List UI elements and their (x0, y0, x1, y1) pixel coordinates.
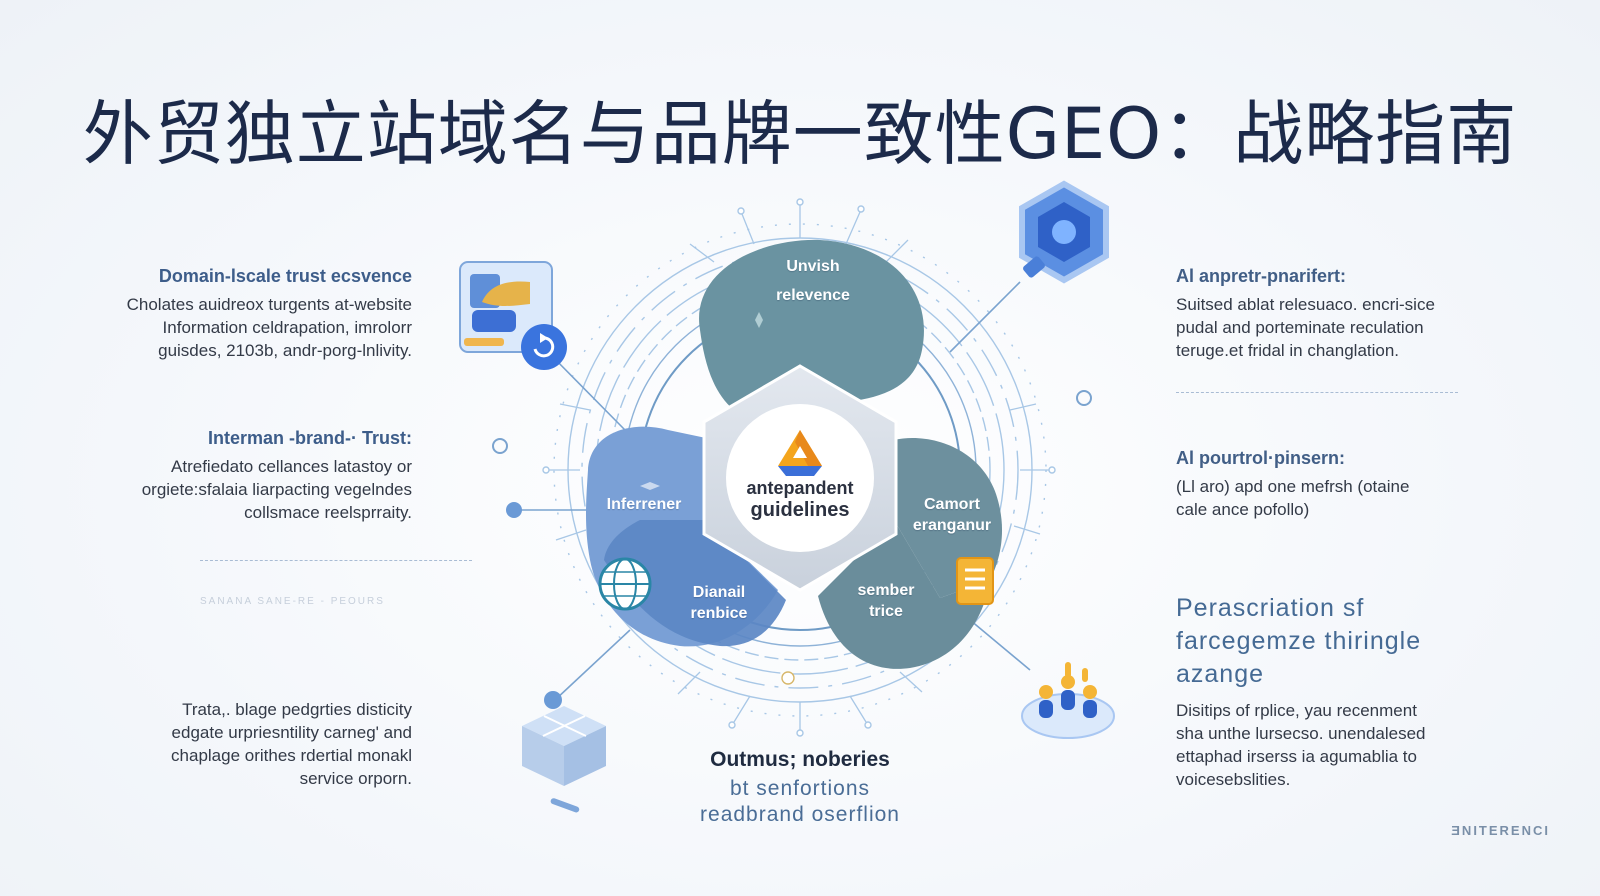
sparkle-left (640, 482, 660, 490)
text-line: service orporn. (299, 769, 412, 788)
text-line: Disitips of rplice, yau recenment (1176, 701, 1417, 720)
left-block-1: Domain-lscale trust ecsvence Cholates au… (52, 266, 412, 362)
left-block-1-head: Domain-lscale trust ecsvence (158, 266, 412, 286)
trace-nodes (542, 198, 1056, 737)
left-block-3: Trata,. blage pedgrties disticity edgate… (52, 698, 412, 790)
label-line: Camort (923, 496, 980, 513)
connector-bottom-right (969, 619, 1031, 671)
faint-caption: SANANA SANE-RE - PEOURS (200, 596, 385, 607)
text-line: cale ance pofollo) (1176, 500, 1310, 519)
brand-mark: ƎNITERENCI (1451, 823, 1550, 838)
bottom-sub-line: bt senfortions (729, 777, 871, 800)
people-icon (1021, 662, 1115, 739)
right-block-2: Al pourtrol·pinsern: (Ll aro) apd one me… (1176, 448, 1516, 521)
connector-bottom-left (554, 629, 631, 701)
center-circle (726, 404, 874, 552)
center-line: guidelines (750, 499, 850, 521)
text-line: pudal and porteminate reculation (1176, 318, 1424, 337)
logo-triangle-icon (778, 430, 822, 476)
document-icon (956, 557, 994, 605)
text-line: guisdes, 2103b, andr-porg-lnlivity. (158, 341, 412, 360)
label-line: renbice (690, 605, 748, 622)
right-block-1: Al anpretr-pnarifert: Suitsed ablat rele… (1176, 266, 1516, 362)
heading-line: azange (1176, 660, 1265, 688)
right-block-1-body: Suitsed ablat relesuaco. encri-sice puda… (1176, 293, 1516, 362)
node-left-dot (506, 502, 522, 518)
node-bottom-left-dot (544, 691, 562, 709)
node-left-ring (492, 438, 508, 454)
text-line: orgiete:sfalaia liarpacting vegelndes (141, 480, 412, 499)
right-block-2-body: (Ll aro) apd one mefrsh (otaine cale anc… (1176, 475, 1516, 521)
text-line: edgate urpriesntility carneg' and (171, 723, 412, 742)
right-block-1-head: Al anpretr-pnarifert: (1176, 266, 1347, 286)
segment-bottom-left (604, 520, 786, 647)
label-line: Dianail (692, 584, 746, 601)
right-block-3-head: Perascriation sf farcegemze thiringle az… (1176, 592, 1536, 691)
text-line: Information celdrapation, imrolorr (162, 318, 412, 337)
label-line: relevence (776, 287, 850, 304)
circuit-traces (548, 205, 1050, 730)
text-line: voicesebslities. (1176, 770, 1291, 789)
right-divider (1176, 392, 1458, 393)
text-line: Suitsed ablat relesuaco. encri-sice (1176, 295, 1435, 314)
left-block-3-body: Trata,. blage pedgrties disticity edgate… (52, 698, 412, 790)
node-right-ring (1076, 390, 1092, 406)
label-line: trice (869, 603, 903, 620)
segment-bottom-left-label: Dianail renbice (680, 582, 758, 624)
left-block-2-head: Interman -brand-· Trust: (207, 428, 412, 448)
label-line: Unvish (786, 258, 840, 275)
segment-right-label: Camort eranganur (904, 494, 1000, 536)
connector-top-left (547, 351, 626, 431)
heading-line: farcegemze thiringle (1176, 627, 1422, 655)
label-line: eranganur (912, 517, 992, 534)
right-block-3-body: Disitips of rplice, yau recenment sha un… (1176, 699, 1536, 791)
text-line: Atrefiedato cellances latastoy or (171, 457, 412, 476)
connector-top-right (949, 281, 1021, 353)
ring-4 (609, 279, 991, 661)
text-line: Cholates auidreox turgents at-website (126, 295, 412, 314)
text-line: sha unthe lursecso. unendalesed (1176, 724, 1426, 743)
hex-gear-icon (1019, 180, 1109, 284)
heading-line: Perascriation sf (1176, 594, 1365, 622)
refresh-icon (521, 324, 567, 370)
text-line: Trata,. blage pedgrties disticity (182, 700, 412, 719)
globe-icon (598, 557, 652, 611)
sparkle-top (755, 312, 763, 328)
text-line: (Ll aro) apd one mefrsh (otaine (1176, 477, 1410, 496)
text-line: chaplage orithes rdertial monakl (171, 746, 412, 765)
left-block-1-body: Cholates auidreox turgents at-website In… (52, 293, 412, 362)
left-block-2-body: Atrefiedato cellances latastoy or orgiet… (52, 455, 412, 524)
bottom-sub-line: readbrand oserflion (700, 803, 900, 826)
page-title: 外贸独立站域名与品牌一致性GEO：战略指南 (82, 93, 1518, 175)
center-label: antepandent guidelines (720, 478, 880, 522)
right-block-2-head: Al pourtrol·pinsern: (1176, 448, 1345, 468)
left-divider (200, 560, 472, 561)
center-line: antepandent (746, 478, 854, 498)
left-block-2: Interman -brand-· Trust: Atrefiedato cel… (52, 428, 412, 524)
label-line: sember (857, 582, 915, 599)
segment-top-label: Unvish relevence (758, 256, 868, 306)
bottom-title: Outmus; noberies (710, 748, 890, 771)
segment-bottom-right-label: sember trice (846, 580, 926, 622)
bottom-caption: Outmus; noberies bt senfortions readbran… (640, 748, 960, 828)
label-line: Inferrener (606, 496, 682, 513)
text-line: collsmace reelsprraity. (244, 503, 412, 522)
text-line: ettaphad irserss ia agumablia to (1176, 747, 1417, 766)
segment-top (699, 239, 924, 410)
blocks-icon (522, 706, 606, 813)
connectors (515, 281, 1031, 701)
text-line: teruge.et fridal in changlation. (1176, 341, 1400, 360)
segment-bottom-right (818, 520, 990, 669)
photo-puzzle-icon (459, 261, 553, 353)
right-block-3: Perascriation sf farcegemze thiringle az… (1176, 592, 1536, 791)
segment-left-label: Inferrener (594, 494, 694, 515)
